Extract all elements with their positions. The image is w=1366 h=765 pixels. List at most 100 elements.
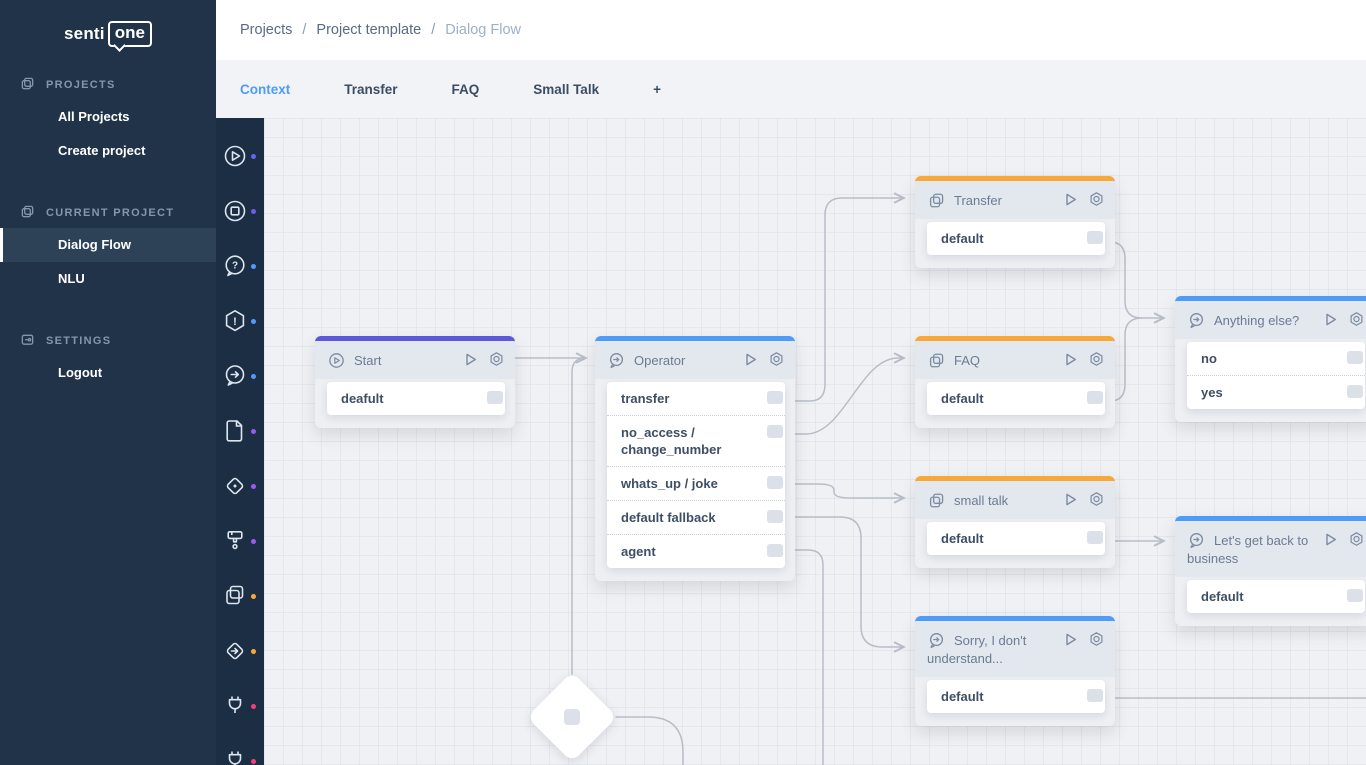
- run-node-icon[interactable]: [1062, 491, 1079, 508]
- run-node-icon[interactable]: [462, 351, 479, 368]
- connection-faq-anythingelse: [1103, 317, 1143, 402]
- node-settings-icon[interactable]: [1088, 631, 1105, 648]
- node-row[interactable]: whats_up / joke: [607, 467, 785, 501]
- context-cards-icon: [927, 191, 946, 210]
- output-connector[interactable]: [767, 476, 783, 489]
- flow-node-transfer[interactable]: Transfer default: [915, 176, 1115, 268]
- node-row[interactable]: no: [1187, 342, 1365, 376]
- node-header[interactable]: FAQ: [915, 341, 1115, 379]
- output-connector[interactable]: [1347, 385, 1363, 398]
- tab-context[interactable]: Context: [240, 81, 291, 97]
- output-connector[interactable]: [767, 510, 783, 523]
- node-row[interactable]: default: [927, 522, 1105, 555]
- output-connector[interactable]: [1087, 231, 1103, 244]
- plug-node-icon[interactable]: [216, 692, 264, 720]
- output-connector[interactable]: [487, 391, 503, 404]
- node-header[interactable]: small talk: [915, 481, 1115, 519]
- flow-node-start[interactable]: Start deafult: [315, 336, 515, 428]
- tab-faq[interactable]: FAQ: [451, 81, 480, 97]
- logo-text-senti: senti: [64, 24, 105, 43]
- flow-node-anything-else[interactable]: Anything else? no yes: [1175, 296, 1366, 422]
- node-row[interactable]: transfer: [607, 382, 785, 416]
- sidebar-item-nlu[interactable]: NLU: [58, 271, 85, 286]
- breadcrumb-projects[interactable]: Projects: [240, 22, 293, 38]
- decision-node-icon[interactable]: [216, 472, 264, 500]
- document-node-icon[interactable]: [216, 417, 264, 445]
- question-node-icon[interactable]: ?: [216, 252, 264, 280]
- palette-dot: [251, 593, 256, 599]
- output-connector[interactable]: [767, 544, 783, 557]
- add-tab-button[interactable]: +: [653, 81, 661, 97]
- node-settings-icon[interactable]: [1088, 491, 1105, 508]
- sentione-logo[interactable]: senti one: [0, 6, 216, 62]
- chat-forward-icon: [1187, 531, 1206, 550]
- start-node-icon[interactable]: [216, 142, 264, 170]
- diamond-connector[interactable]: [564, 709, 580, 725]
- node-row[interactable]: deafult: [327, 382, 505, 415]
- palette-dot: [251, 208, 256, 214]
- node-header[interactable]: Let's get back to business: [1175, 521, 1366, 577]
- breadcrumb-project-template[interactable]: Project template: [316, 22, 422, 38]
- context-cards-icon: [927, 351, 946, 370]
- run-node-icon[interactable]: [1322, 311, 1339, 328]
- node-row[interactable]: default: [927, 382, 1105, 415]
- flow-node-sorry[interactable]: Sorry, I don't understand... default: [915, 616, 1115, 726]
- node-title: Start: [354, 353, 382, 368]
- sidebar-item-logout[interactable]: Logout: [58, 365, 103, 380]
- node-row[interactable]: default: [927, 222, 1105, 255]
- node-settings-icon[interactable]: [1348, 531, 1365, 548]
- output-connector[interactable]: [767, 425, 783, 438]
- node-row[interactable]: agent: [607, 535, 785, 568]
- context-node-icon[interactable]: [216, 582, 264, 610]
- node-row[interactable]: yes: [1187, 376, 1365, 409]
- palette-dot: [251, 373, 256, 379]
- node-header[interactable]: Anything else?: [1175, 301, 1366, 339]
- node-header[interactable]: Sorry, I don't understand...: [915, 621, 1115, 677]
- flow-node-faq[interactable]: FAQ default: [915, 336, 1115, 428]
- flow-node-operator[interactable]: Operator transfer no_access / change_num…: [595, 336, 795, 581]
- output-connector[interactable]: [1347, 351, 1363, 364]
- output-connector[interactable]: [1087, 531, 1103, 544]
- flow-canvas[interactable]: Start deafult Operator transfer: [264, 118, 1366, 765]
- node-row[interactable]: default fallback: [607, 501, 785, 535]
- connection-transfer-anythingelse: [1103, 241, 1166, 324]
- output-connector[interactable]: [1087, 689, 1103, 702]
- output-connector[interactable]: [767, 391, 783, 404]
- run-node-icon[interactable]: [1322, 531, 1339, 548]
- node-settings-icon[interactable]: [1088, 351, 1105, 368]
- tab-transfer[interactable]: Transfer: [344, 81, 398, 97]
- sidebar-item-create-project[interactable]: Create project: [58, 143, 146, 158]
- node-row[interactable]: no_access / change_number: [607, 416, 785, 467]
- node-settings-icon[interactable]: [768, 351, 785, 368]
- breadcrumb: Projects / Project template / Dialog Flo…: [240, 22, 521, 38]
- run-node-icon[interactable]: [1062, 191, 1079, 208]
- alert-node-icon[interactable]: !: [216, 307, 264, 335]
- output-connector[interactable]: [1347, 589, 1363, 602]
- plug-alt-node-icon[interactable]: [216, 747, 264, 765]
- run-node-icon[interactable]: [1062, 351, 1079, 368]
- node-settings-icon[interactable]: [1088, 191, 1105, 208]
- node-header[interactable]: Start: [315, 341, 515, 379]
- goto-node-icon[interactable]: [216, 637, 264, 665]
- tab-small-talk[interactable]: Small Talk: [533, 81, 600, 97]
- node-row[interactable]: default: [1187, 580, 1365, 613]
- palette-dot: [251, 428, 256, 434]
- output-connector[interactable]: [1087, 391, 1103, 404]
- flow-node-back-to-business[interactable]: Let's get back to business default: [1175, 516, 1366, 626]
- run-node-icon[interactable]: [742, 351, 759, 368]
- node-settings-icon[interactable]: [1348, 311, 1365, 328]
- sidebar-item-dialog-flow[interactable]: Dialog Flow: [0, 228, 216, 262]
- sidebar-item-all-projects[interactable]: All Projects: [58, 109, 130, 124]
- node-row[interactable]: default: [927, 680, 1105, 713]
- run-node-icon[interactable]: [1062, 631, 1079, 648]
- node-header[interactable]: Operator: [595, 341, 795, 379]
- flow-node-small-talk[interactable]: small talk default: [915, 476, 1115, 568]
- stop-node-icon[interactable]: [216, 197, 264, 225]
- node-settings-icon[interactable]: [488, 351, 505, 368]
- node-title: Operator: [634, 353, 686, 368]
- node-header[interactable]: Transfer: [915, 181, 1115, 219]
- paint-node-icon[interactable]: [216, 527, 264, 555]
- chat-forward-node-icon[interactable]: [216, 362, 264, 390]
- node-palette-strip: ? !: [216, 118, 264, 765]
